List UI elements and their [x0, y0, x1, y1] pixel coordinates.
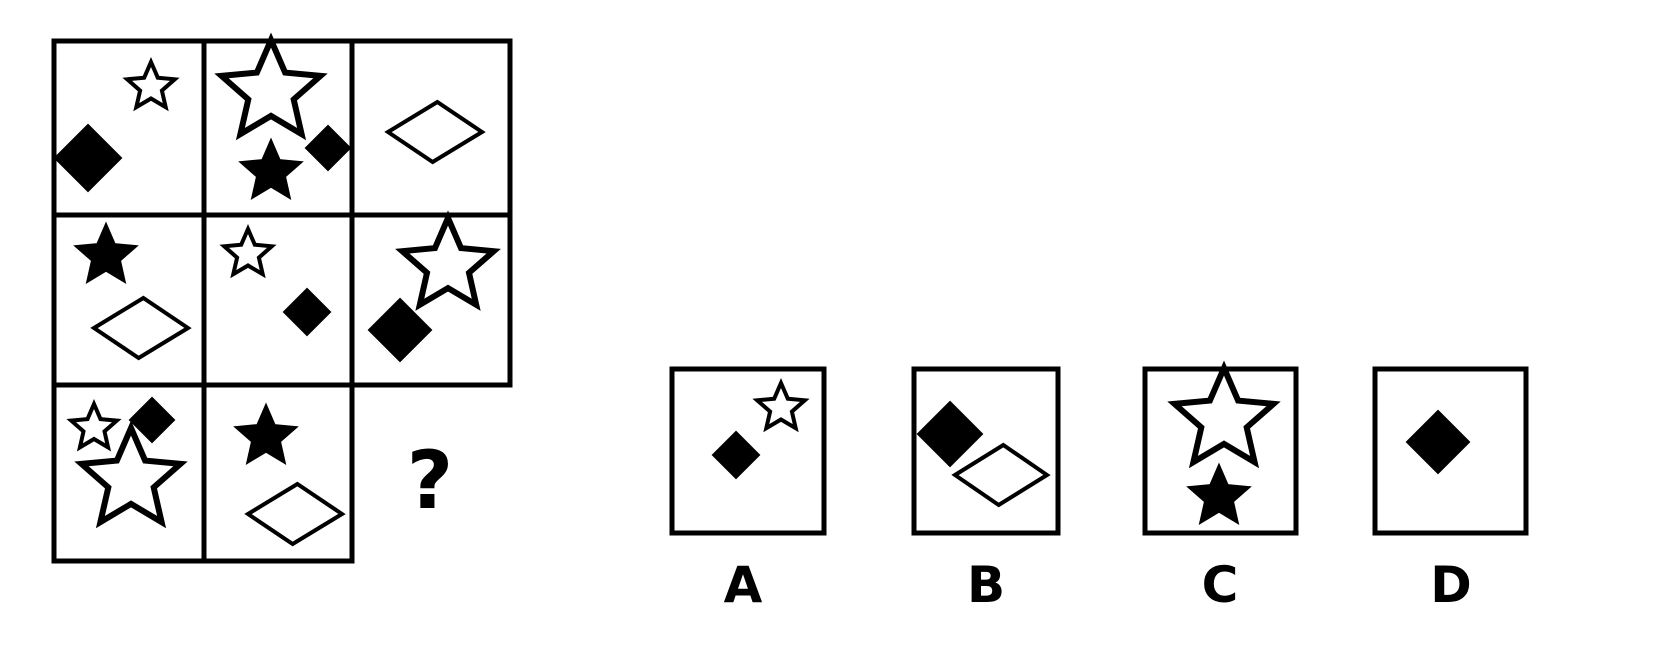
black-square-diamond-r1c2-3 [304, 124, 352, 172]
option-c-black-star-2 [1186, 462, 1252, 525]
option-b-black-square-diamond-1 [916, 400, 984, 468]
black-square-diamond-r2c3-2 [367, 297, 433, 363]
option-label-d: D [1430, 556, 1472, 614]
option-label-a: A [724, 556, 763, 614]
option-c-outline-star-1 [1167, 360, 1281, 469]
black-square-diamond-r3c1-2 [128, 396, 176, 444]
outline-star-r2c3-1 [395, 210, 501, 311]
option-box-d[interactable] [1372, 366, 1529, 536]
option-box-a[interactable] [669, 366, 827, 536]
outline-star-r3c1-3 [74, 420, 188, 529]
outline-flat-diamond-r2c1-2 [90, 295, 192, 361]
black-star-r2c1-1 [73, 221, 139, 284]
black-star-r3c2-1 [233, 402, 299, 465]
outline-flat-diamond-r3c2-2 [244, 481, 346, 547]
outline-star-r3c1-1 [66, 398, 122, 452]
option-a-black-square-diamond-2 [711, 430, 761, 480]
question-mark: ? [407, 434, 453, 527]
puzzle-grid [51, 38, 513, 564]
grid-cell-r3c2 [201, 382, 355, 564]
black-square-diamond-r1c1-2 [53, 123, 123, 193]
black-star-r1c2-2 [238, 137, 304, 200]
option-label-c: C [1202, 556, 1239, 614]
grid-cell-r2c1 [51, 212, 207, 388]
outline-star-r2c2-1 [219, 223, 277, 279]
option-box-b[interactable] [911, 366, 1061, 536]
outline-star-r1c2-1 [214, 32, 328, 141]
option-label-b: B [967, 556, 1005, 614]
grid-cell-r2c3 [349, 212, 513, 388]
option-b-outline-flat-diamond-2 [951, 442, 1051, 508]
option-a-outline-star-1 [752, 377, 810, 433]
option-d-black-square-diamond-1 [1405, 409, 1471, 475]
black-square-diamond-r2c2-2 [282, 287, 332, 337]
grid-cell-r1c1 [51, 38, 207, 218]
outline-flat-diamond-r1c3-1 [384, 99, 486, 165]
grid-cell-r2c2 [201, 212, 355, 388]
outline-star-r1c1-1 [122, 56, 180, 112]
